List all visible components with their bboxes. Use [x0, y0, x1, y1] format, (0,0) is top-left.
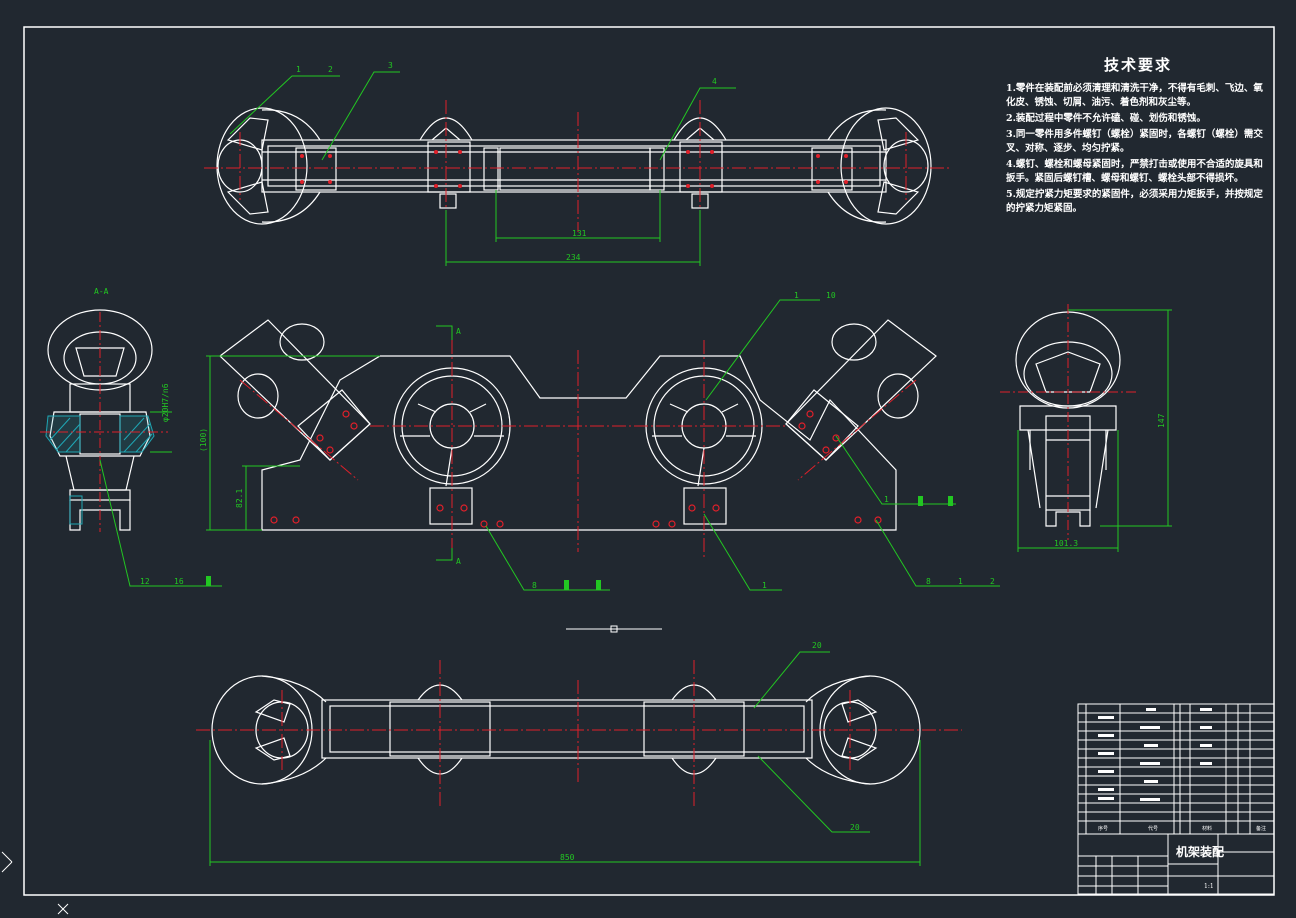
dim-bottom-overall: 850 [560, 853, 575, 862]
bom-header-remark: 备注 [1256, 825, 1266, 832]
technical-requirements-list: 1.零件在装配前必须清理和清洗干净，不得有毛刺、飞边、氧化皮、锈蚀、切屑、油污、… [1006, 82, 1268, 218]
balloon-left-2: 16 [174, 577, 184, 586]
left-section-hatch [45, 415, 155, 525]
left-view-dimensions [99, 411, 222, 587]
dim-left-fit: φ20H7/n6 [161, 383, 170, 422]
requirement-item: 2.装配过程中零件不允许磕、碰、划伤和锈蚀。 [1006, 113, 1206, 124]
title-block-title: 机架装配 [1176, 844, 1224, 859]
title-block [1077, 833, 1275, 895]
balloon-front-1: 1 [794, 291, 799, 300]
technical-requirements-title: 技术要求 [1104, 56, 1173, 74]
front-view-centerlines [239, 340, 917, 560]
right-view-dimensions [1017, 309, 1172, 552]
bom-header-code: 代号 [1148, 825, 1158, 832]
balloon-front-4: 8 [532, 581, 537, 590]
bom-header-index: 序号 [1098, 825, 1108, 832]
balloon-bottom-2: 20 [850, 823, 860, 832]
dim-side-width: 101.3 [1054, 539, 1078, 548]
balloon-bottom-1: 20 [812, 641, 822, 650]
dim-top-inner: 131 [572, 229, 587, 238]
front-view-text: (100) 82.1 A A 1 10 1 8 1 8 1 2 [199, 291, 995, 590]
dim-front-height: (100) [199, 428, 208, 452]
section-cut-top: A [456, 327, 461, 336]
requirement-item: 3.同一零件用多件螺钉（螺栓）紧固时，各螺钉（螺栓）需交叉、对称、逐步、均匀拧紧… [1006, 129, 1263, 154]
bom-filled-cells [1098, 708, 1212, 801]
requirement-item: 1.零件在装配前必须清理和清洗干净，不得有毛刺、飞边、氧化皮、锈蚀、切屑、油污、… [1006, 83, 1263, 108]
title-block-scale: 1:1 [1204, 883, 1214, 890]
top-view-dimension-text: 131 234 1 2 3 4 [296, 61, 717, 262]
bottom-view-centerlines [196, 660, 962, 806]
title-block-text: 机架装配 1:1 序号 代号 材料 备注 [1098, 825, 1266, 890]
balloon-front-5: 1 [762, 581, 767, 590]
top-view-bolt-holes [300, 150, 848, 188]
section-cut-bottom: A [456, 557, 461, 566]
drawing-frame [23, 26, 1275, 896]
dim-side-height: 147 [1157, 413, 1166, 428]
requirement-item: 5.规定拧紧力矩要求的紧固件，必须采用力矩扳手，并按规定的拧紧力矩紧固。 [1006, 189, 1263, 214]
balloon-front-8: 2 [990, 577, 995, 586]
balloon-front-3: 1 [884, 495, 889, 504]
front-view-dimension-marks [564, 496, 953, 590]
balloon-left-1: 12 [140, 577, 150, 586]
balloon-front-7: 1 [958, 577, 963, 586]
left-view-marks [206, 576, 211, 586]
left-view-text: A-A φ20H7/n6 12 16 [94, 287, 184, 586]
front-view-holes [270, 410, 882, 528]
balloon-top-1: 1 [296, 65, 301, 74]
balloon-front-6: 8 [926, 577, 931, 586]
balloon-top-2: 2 [328, 65, 333, 74]
bom-header-material: 材料 [1202, 825, 1212, 832]
balloon-top-3: 3 [388, 61, 393, 70]
ucs-icon [1, 851, 69, 915]
right-view-centerlines [1000, 304, 1136, 540]
top-view [216, 107, 932, 225]
balloon-front-2: 10 [826, 291, 836, 300]
right-view-text: 147 101.3 [1054, 413, 1166, 548]
dim-front-lower: 82.1 [235, 489, 244, 508]
section-view-label: A-A [94, 287, 109, 296]
left-view-centerlines [40, 312, 168, 532]
bottom-view-dimensions [209, 651, 921, 866]
dim-top-outer: 234 [566, 253, 581, 262]
requirement-item: 4.螺钉、螺栓和螺母紧固时，严禁打击或使用不合适的旋具和扳手。紧固后螺钉槽、螺母… [1006, 159, 1263, 184]
balloon-top-4: 4 [712, 77, 717, 86]
front-view-dimensions [206, 299, 1000, 591]
top-view-dimensions [229, 71, 736, 266]
bottom-view-text: 850 20 20 [560, 641, 860, 862]
view-marker [566, 625, 662, 633]
